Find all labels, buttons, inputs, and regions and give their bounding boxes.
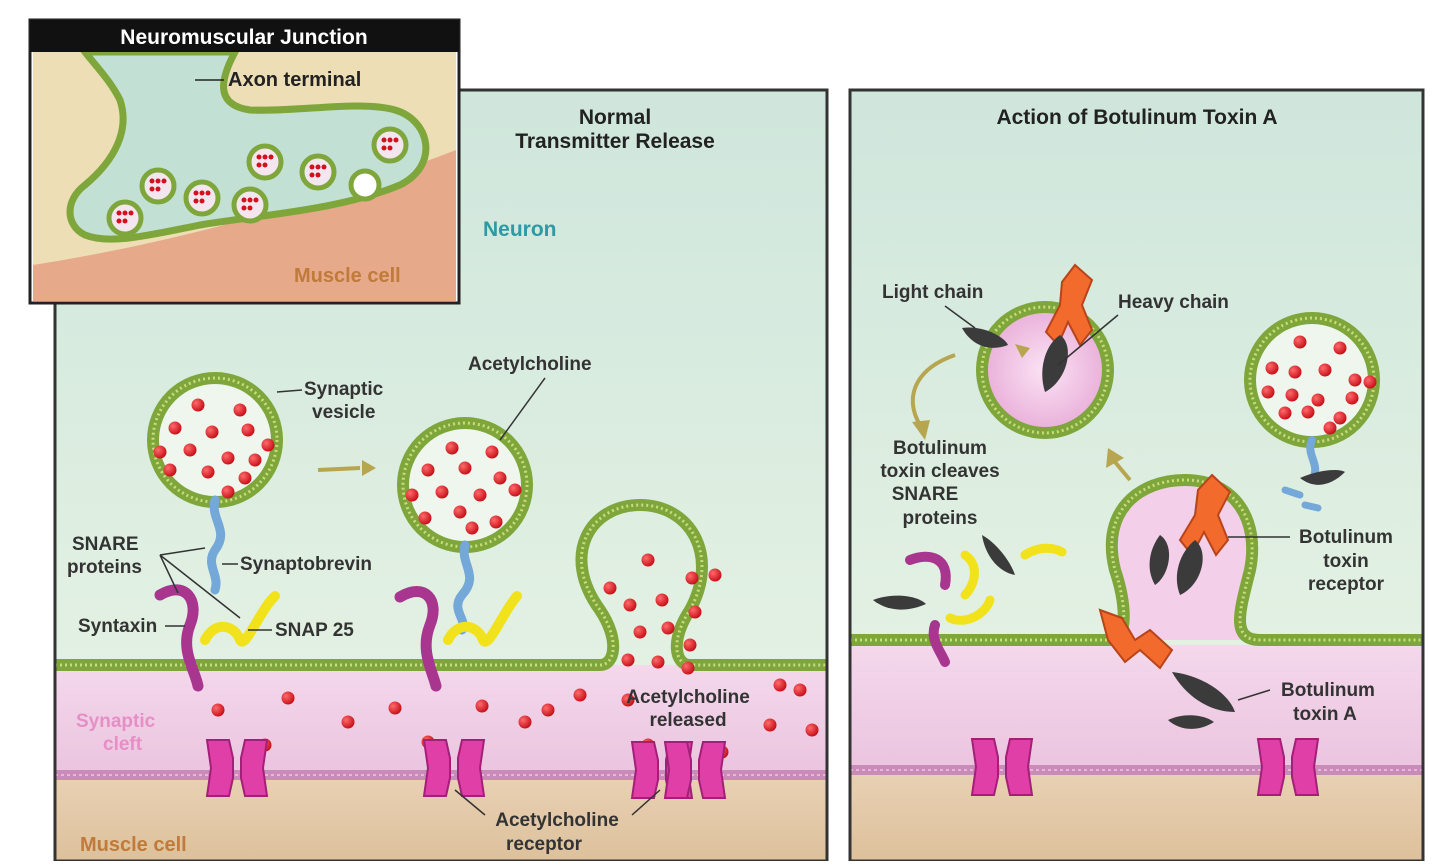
snare-complex-1 xyxy=(154,495,280,692)
synaptic-vesicle-2 xyxy=(397,417,533,553)
muscle-region-right xyxy=(850,770,1423,861)
synaptobrevin-label: Synaptobrevin xyxy=(240,554,372,575)
inset-muscle-cell-label: Muscle cell xyxy=(294,265,401,287)
snare-label-line2: proteins xyxy=(67,557,142,578)
botulinum-toxin-parts xyxy=(873,263,1345,729)
normal-title-line2: Transmitter Release xyxy=(515,130,715,153)
receptor-label-line2: toxin xyxy=(1323,551,1368,572)
syntaxin-label: Syntaxin xyxy=(78,616,157,637)
normal-title-line1: Normal xyxy=(579,106,651,129)
heavy-chain-shape xyxy=(1044,263,1094,347)
snare-complex-2 xyxy=(394,540,522,692)
cleaves-label-line2: toxin cleaves xyxy=(880,461,999,482)
synaptic-cleft-label-line1: Synaptic xyxy=(76,711,156,732)
botulinum-title: Action of Botulinum Toxin A xyxy=(996,106,1277,129)
snare-label-line1: SNARE xyxy=(72,534,139,555)
acetylcholine-receptors xyxy=(205,738,1320,799)
light-chain-label: Light chain xyxy=(882,282,983,303)
muscle-cell-label: Muscle cell xyxy=(80,834,187,856)
receptor-label-line1: Botulinum xyxy=(1299,527,1393,548)
postsynaptic-membrane-right xyxy=(850,765,1423,775)
acetylcholine-molecules xyxy=(153,335,1377,759)
snap25-label: SNAP 25 xyxy=(275,620,354,641)
inset-axon-terminal-label: Axon terminal xyxy=(228,69,361,91)
light-chain-shape xyxy=(1042,335,1068,392)
inset-vesicles xyxy=(106,126,409,237)
ach-receptor-label-line2: receptor xyxy=(506,834,583,855)
receptor-label-line3: receptor xyxy=(1308,574,1385,595)
synaptic-vesicle-label-line1: Synaptic xyxy=(304,379,384,400)
cleaves-label-line1: Botulinum xyxy=(893,438,987,459)
heavy-chain-label: Heavy chain xyxy=(1118,292,1229,313)
neuron-label: Neuron xyxy=(483,218,557,241)
toxin-label-line2: toxin A xyxy=(1293,704,1357,725)
cleaves-label-line4: proteins xyxy=(903,508,978,529)
toxin-label-line1: Botulinum xyxy=(1281,680,1375,701)
synaptic-vesicle-1 xyxy=(147,372,283,508)
ach-receptor-label-line1: Acetylcholine xyxy=(495,810,619,831)
presynaptic-membrane-right xyxy=(850,473,1423,646)
labels: Neuromuscular Junction Axon terminal Mus… xyxy=(67,26,1393,856)
synaptic-cleft-label-line2: cleft xyxy=(103,734,143,755)
inset-title: Neuromuscular Junction xyxy=(120,26,367,49)
arrow-vesicle-move xyxy=(317,466,361,472)
cleaves-label-line3: SNARE xyxy=(892,484,959,505)
ach-released-label-line1: Acetylcholine xyxy=(626,687,750,708)
acetylcholine-label: Acetylcholine xyxy=(468,354,592,375)
synaptic-vesicle-label-line2: vesicle xyxy=(312,402,375,423)
neuromuscular-junction-inset xyxy=(28,18,461,305)
ach-released-label-line2: released xyxy=(649,710,726,731)
cleaved-snare-proteins xyxy=(905,436,1322,667)
